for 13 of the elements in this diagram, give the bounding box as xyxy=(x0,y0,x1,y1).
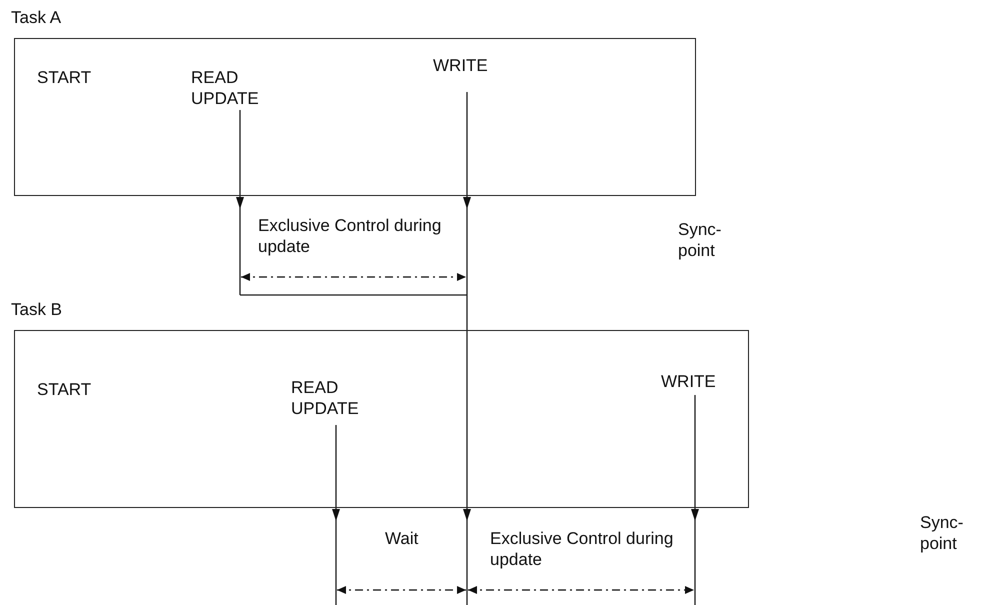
interval-text: Exclusive Control during update xyxy=(490,528,674,570)
task-title: Task B xyxy=(11,299,62,320)
interval-text: Wait xyxy=(385,528,420,549)
event-text: START xyxy=(37,67,92,88)
event-text: READ UPDATE xyxy=(291,377,360,419)
event-text: READ UPDATE xyxy=(191,67,260,109)
interval-text: Exclusive Control during update xyxy=(258,215,442,257)
event-text: WRITE xyxy=(433,55,488,76)
event-text: WRITE xyxy=(661,371,716,392)
syncpoint-text: Sync- point xyxy=(678,219,722,261)
task-title: Task A xyxy=(11,7,62,28)
syncpoint-text: Sync- point xyxy=(920,512,964,554)
event-text: START xyxy=(37,379,92,400)
